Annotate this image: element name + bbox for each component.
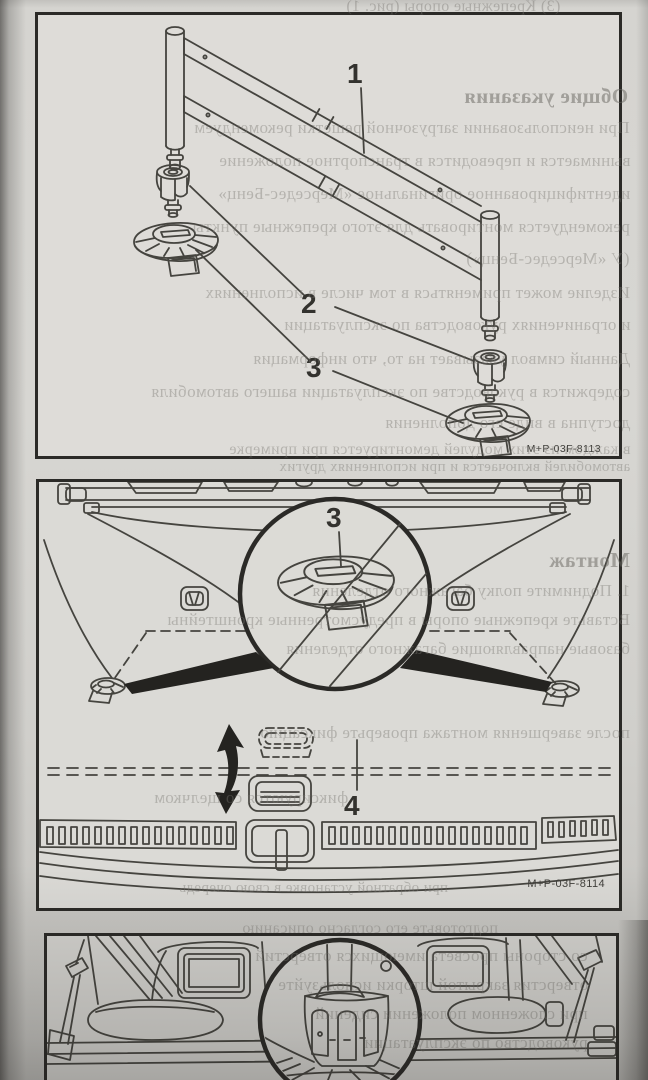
figure-panel-parts-overview [35, 12, 622, 459]
magnifier-inset-circle [237, 496, 433, 692]
magnifier-inset-circle-knob [257, 937, 423, 1080]
up-down-arrow-icon [215, 724, 244, 814]
trunk-diagram-illustration [39, 482, 619, 894]
figure-panel-trunk-installation [36, 479, 622, 911]
callout-leader-lines [189, 87, 475, 424]
callout-3: 3 [306, 352, 322, 383]
callout-3-inset: 3 [326, 502, 342, 533]
callout-1: 1 [347, 58, 363, 89]
base-plate-right [445, 403, 531, 456]
bleedthrough-text-line: автомобилей включается и при исполнениях… [278, 459, 630, 475]
rear-seat-diagram-illustration [47, 936, 616, 1080]
callout-2: 2 [301, 288, 317, 319]
star-knob-left [155, 164, 190, 218]
star-knob-right [472, 349, 507, 403]
floor-bracket-left [88, 677, 126, 704]
page-edge-shadow [618, 920, 648, 1080]
base-plate-left [133, 222, 219, 277]
figure-panel-rear-seats [44, 933, 619, 1080]
figure-code-8113: M+P-03F-8113 [526, 443, 601, 455]
page-gutter-shadow [0, 0, 26, 1080]
callout-4: 4 [344, 790, 360, 821]
telescopic-rail [165, 26, 500, 342]
magnifier-pointer-wedges [124, 650, 552, 694]
figure-code-8114: M+P-03F-8114 [527, 878, 605, 890]
cover-position-markers [47, 724, 613, 814]
trunk-sill [39, 815, 619, 894]
parts-diagram-illustration [133, 26, 531, 456]
